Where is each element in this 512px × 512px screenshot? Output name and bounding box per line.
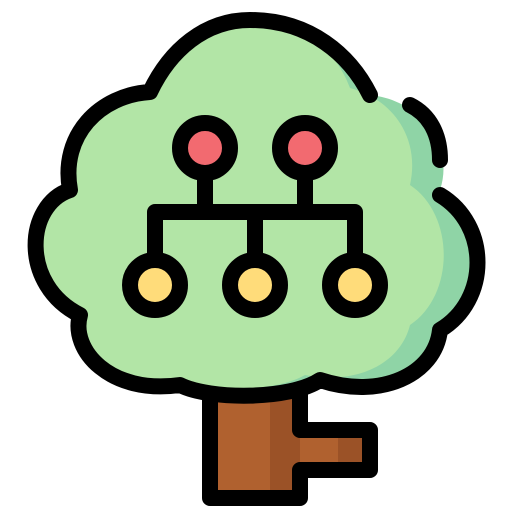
child-nodes xyxy=(122,252,388,318)
parent-node-left xyxy=(172,115,238,181)
trunk-outline xyxy=(202,372,378,506)
child-node-middle xyxy=(222,252,288,318)
parent-node-right xyxy=(272,115,338,181)
child-node-right xyxy=(322,252,388,318)
connector-lines xyxy=(147,164,363,268)
parent-nodes xyxy=(172,115,338,181)
child-node-left xyxy=(122,252,188,318)
foliage-outline xyxy=(27,12,486,404)
tree-connectors xyxy=(147,164,363,268)
